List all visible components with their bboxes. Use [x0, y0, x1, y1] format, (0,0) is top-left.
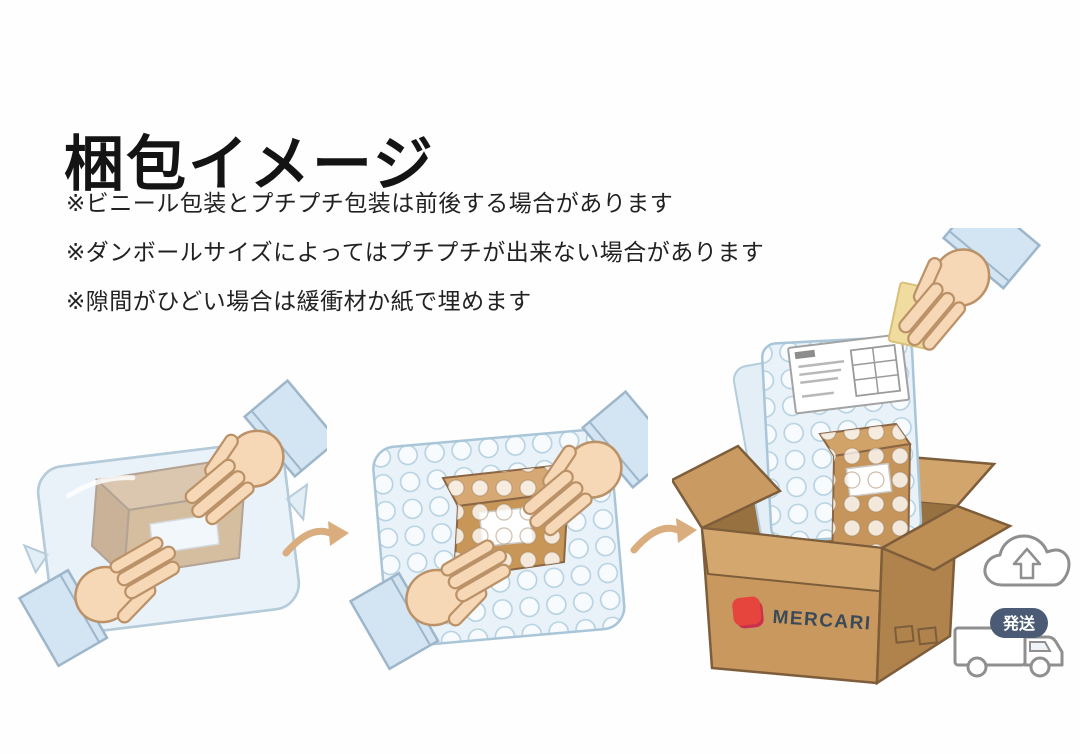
box-right-flap: [879, 504, 1013, 572]
shipping-badge-text: 発送: [1002, 614, 1036, 633]
invoice-paper: [787, 333, 910, 415]
box-left-flap: [672, 444, 783, 530]
note-line: ※隙間がひどい場合は緩衝材か紙で埋めます: [66, 288, 532, 314]
notes-list: ※ビニール包装とプチプチ包装は前後する場合があります ※ダンボールサイズによって…: [66, 192, 764, 339]
mercari-logo-mark: [732, 596, 764, 629]
step-3-box-packing-illustration: MERCARI 発送: [672, 228, 1071, 686]
note-line: ※ビニール包装とプチプチ包装は前後する場合があります: [66, 190, 674, 216]
arrow-right-icon: [282, 521, 349, 557]
wrapped-item: [818, 422, 912, 574]
shipping-badge: 発送: [990, 608, 1048, 638]
upload-cloud-icon: [983, 534, 1071, 587]
arrow-right-icon: [630, 518, 697, 554]
note-line: ※ダンボールサイズによってはプチプチが出来ない場合があります: [66, 239, 765, 265]
step-1-vinyl-wrap-illustration: [18, 379, 327, 668]
up-arrow-icon: [1012, 547, 1042, 580]
step-2-bubble-wrap-illustration: [349, 390, 648, 671]
box-side-stamps: [893, 624, 938, 646]
page-title: 梱包イメージ: [64, 131, 435, 199]
